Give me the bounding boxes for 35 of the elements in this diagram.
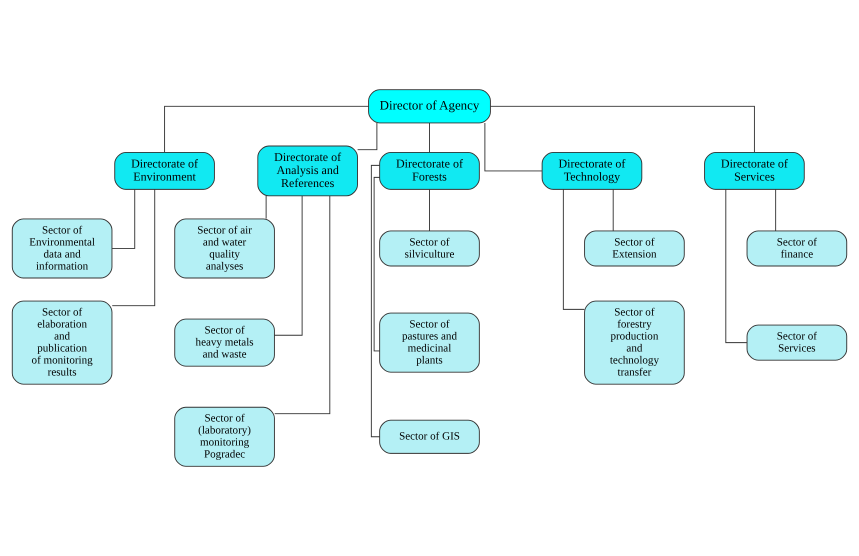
connector [164,106,369,153]
connector [266,195,267,220]
connector [112,189,156,306]
node-box: Directorate of Environment [114,152,215,190]
connector [274,196,330,414]
connector [562,189,585,310]
node-box: Sector of finance [746,230,848,266]
connector [429,189,430,232]
connector [374,176,380,352]
node-box: Directorate of Analysis and References [257,146,358,196]
connector [725,189,748,344]
node-box: Sector of GIS [379,420,480,454]
node-box: Sector of forestry production and technology transfer [584,300,685,385]
node-box: Sector of pastures and medicinal plants [379,312,480,373]
node-box: Directorate of Forests [379,152,480,190]
connector [484,122,542,172]
connector [370,164,380,438]
node-box: Sector of silviculture [379,230,480,266]
connector [490,106,755,153]
node-box: Sector of (laboratory) monitoring Pogradec [174,406,275,467]
connector [112,189,136,249]
node-box: Sector of elaboration and publication of monitoring results [12,300,112,385]
node-box: Sector of Environmental data and information [12,218,112,278]
connector [274,195,303,336]
node-box: Sector of heavy metals and waste [174,318,275,367]
node-box: Sector of Extension [584,230,685,266]
node-box: Directorate of Services [704,152,805,190]
connector [775,189,776,232]
connector [612,189,614,232]
node-box: Director of Agency [368,89,491,124]
connector [429,122,430,153]
node-box: Directorate of Technology [542,152,642,190]
node-box: Sector of air and water quality analyses [174,218,275,278]
connector [357,122,378,150]
node-box: Sector of Services [746,324,848,361]
